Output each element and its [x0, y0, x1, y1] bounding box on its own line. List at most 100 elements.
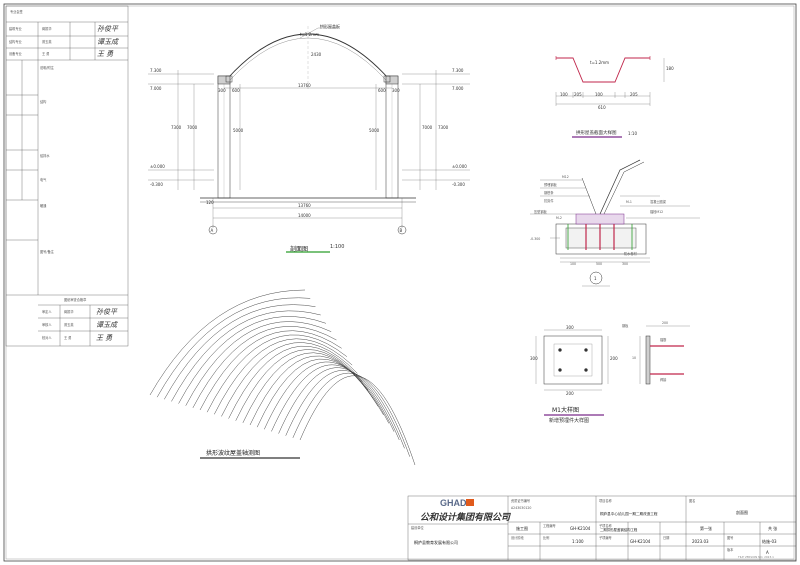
arch-corrugation-line — [156, 297, 311, 398]
brand-cn: 公和设计集团有限公司 — [420, 512, 511, 522]
detail-label-7: 混凝土圈梁 — [650, 200, 666, 204]
sign-role-3: 设备专业 — [9, 52, 22, 56]
axis-a: A — [210, 227, 214, 233]
sign-name-3: 王 勇 — [42, 52, 50, 56]
sign-name-2: 曾玉英 — [42, 40, 52, 44]
review-signature-1: 孙俊平 — [96, 308, 117, 316]
version-label: 版本 — [727, 548, 734, 552]
sheet-value: 共 张 — [768, 526, 778, 531]
sheet-label: 第一张 — [700, 526, 712, 531]
panel-width-2: 205 — [574, 92, 582, 97]
drawing-title-value: 剖面图 — [736, 510, 748, 515]
sign-role-1: 建筑专业 — [9, 27, 22, 31]
arch-corrugation-line — [299, 375, 416, 466]
detail-label-2: 预埋钢板 — [544, 183, 557, 187]
arch-corrugation-line — [285, 370, 405, 449]
left-panel-header: 专业会签 — [10, 10, 23, 14]
section-right-h2: 5000 — [369, 128, 380, 133]
footer-note: TILE VERSION NO. 2023.1 — [738, 555, 774, 559]
signature-3: 王 勇 — [97, 50, 114, 58]
side-label-6: 图号/备注 — [40, 250, 54, 254]
detail-tag-1: M-2 — [556, 216, 562, 220]
section-thickness: t=1.2mm — [300, 32, 320, 37]
stage-value: 施工图 — [516, 526, 528, 531]
arch-corrugation-line — [206, 334, 348, 413]
m1-side-label-3: 焊接 — [660, 378, 667, 382]
review-name-1: 蒋振华 — [64, 310, 74, 314]
proj-no-value: GH-K2104 — [570, 526, 591, 531]
signature-2: 谭玉成 — [97, 38, 118, 46]
section-span-outer: 14000 — [298, 213, 311, 218]
col-width2-left: 300 — [218, 88, 226, 93]
elev-low-left: ±0.000 — [150, 164, 165, 169]
side-label-5: 暖通 — [40, 204, 47, 208]
m1-side-dim-2: 10 — [632, 356, 637, 360]
side-label-3: 给排水 — [40, 154, 50, 158]
section-right-h1: 7300 — [438, 125, 449, 130]
elev-top-right: 7.300 — [452, 68, 464, 73]
arch-corrugation-line — [256, 358, 384, 428]
detail-label-8: 锚栓M12 — [650, 210, 664, 214]
arch-corrugation-line — [171, 310, 321, 402]
project-value: 桐庐县中心幼儿园一期二期改造工程 — [600, 512, 658, 516]
drawing-no-value: 结施-03 — [762, 539, 777, 544]
drawing-no-label: 图号 — [727, 536, 734, 540]
m1-embedded-plate — [535, 325, 690, 391]
panel-total: 610 — [598, 105, 606, 110]
base-height: 120 — [206, 200, 214, 205]
detail-label-4: 抗剪件 — [544, 199, 554, 203]
m1-side-dim-1: 200 — [662, 321, 669, 325]
stage-label: 设计阶段 — [511, 536, 524, 540]
section-rise: 2430 — [311, 52, 322, 57]
arch-corrugation-line — [149, 289, 306, 396]
review-signature-2: 谭玉成 — [96, 321, 117, 329]
project-label: 项目名称 — [599, 499, 612, 503]
scale-label: 比例 — [543, 536, 550, 540]
section-span-inner: 13760 — [298, 83, 311, 88]
arch-corrugation-line — [235, 349, 369, 421]
sub-no-value: GH-K2104 — [630, 539, 651, 544]
cert-label: 资质证书编号 — [511, 499, 531, 503]
m1-caption: M1大样图 — [552, 407, 579, 414]
m1-inner-w: 200 — [566, 391, 574, 396]
axis-b: B — [399, 227, 403, 233]
section-scale: 1:100 — [330, 244, 345, 250]
section-left-h1: 7300 — [171, 125, 182, 130]
arch-corrugation-line — [271, 364, 395, 432]
m1-side-label-1: 钢板 — [622, 324, 629, 328]
left-sign-panel — [5, 5, 129, 347]
sub-no-label: 子项编号 — [599, 536, 612, 540]
review-role-2: 审核人 — [42, 323, 52, 327]
panel-height: 180 — [666, 66, 674, 71]
sign-name-1: 蒋振华 — [42, 27, 52, 31]
elev-mid-right: 7.000 — [452, 86, 464, 91]
drawing-title-label: 图名 — [689, 499, 696, 503]
m1-subcaption: 新增预埋件大样图 — [549, 418, 590, 424]
detail-number: 1 — [594, 276, 597, 281]
section-caption: 剖面图 — [290, 246, 309, 253]
date-value: 2023.03 — [692, 539, 709, 544]
detail-label-10: 100 — [570, 262, 577, 266]
panel-scale: 1:10 — [628, 131, 637, 136]
section-right-h3: 7000 — [422, 125, 433, 130]
arch-corrugation-line — [164, 304, 316, 400]
arch-corrugation-line — [242, 352, 374, 423]
arch-corrugation-line — [264, 361, 390, 430]
subitem-value: 二期拱形屋盖钢结构工程 — [600, 528, 638, 532]
iso-caption: 拱形波纹屋盖轴测图 — [206, 450, 261, 457]
elev-low-right: ±0.000 — [452, 164, 467, 169]
detail-label-12: 300 — [622, 262, 629, 266]
detail-label-5: -0.300 — [530, 237, 541, 241]
m1-side-label-2: 锚筋 — [660, 338, 667, 342]
side-label-4: 电气 — [40, 178, 47, 182]
m1-height: 300 — [530, 356, 538, 361]
section-note-top: 拱形屋盖板 — [320, 24, 340, 29]
arch-corrugation-line — [192, 326, 337, 408]
panel-width-1: 100 — [560, 92, 568, 97]
review-name-3: 王 勇 — [64, 336, 72, 340]
isometric-arch — [149, 289, 416, 466]
detail-tag-2: M-1 — [626, 200, 632, 204]
arch-corrugation-line — [214, 338, 353, 415]
sign-role-2: 结构专业 — [9, 40, 22, 44]
title-block — [407, 495, 797, 561]
